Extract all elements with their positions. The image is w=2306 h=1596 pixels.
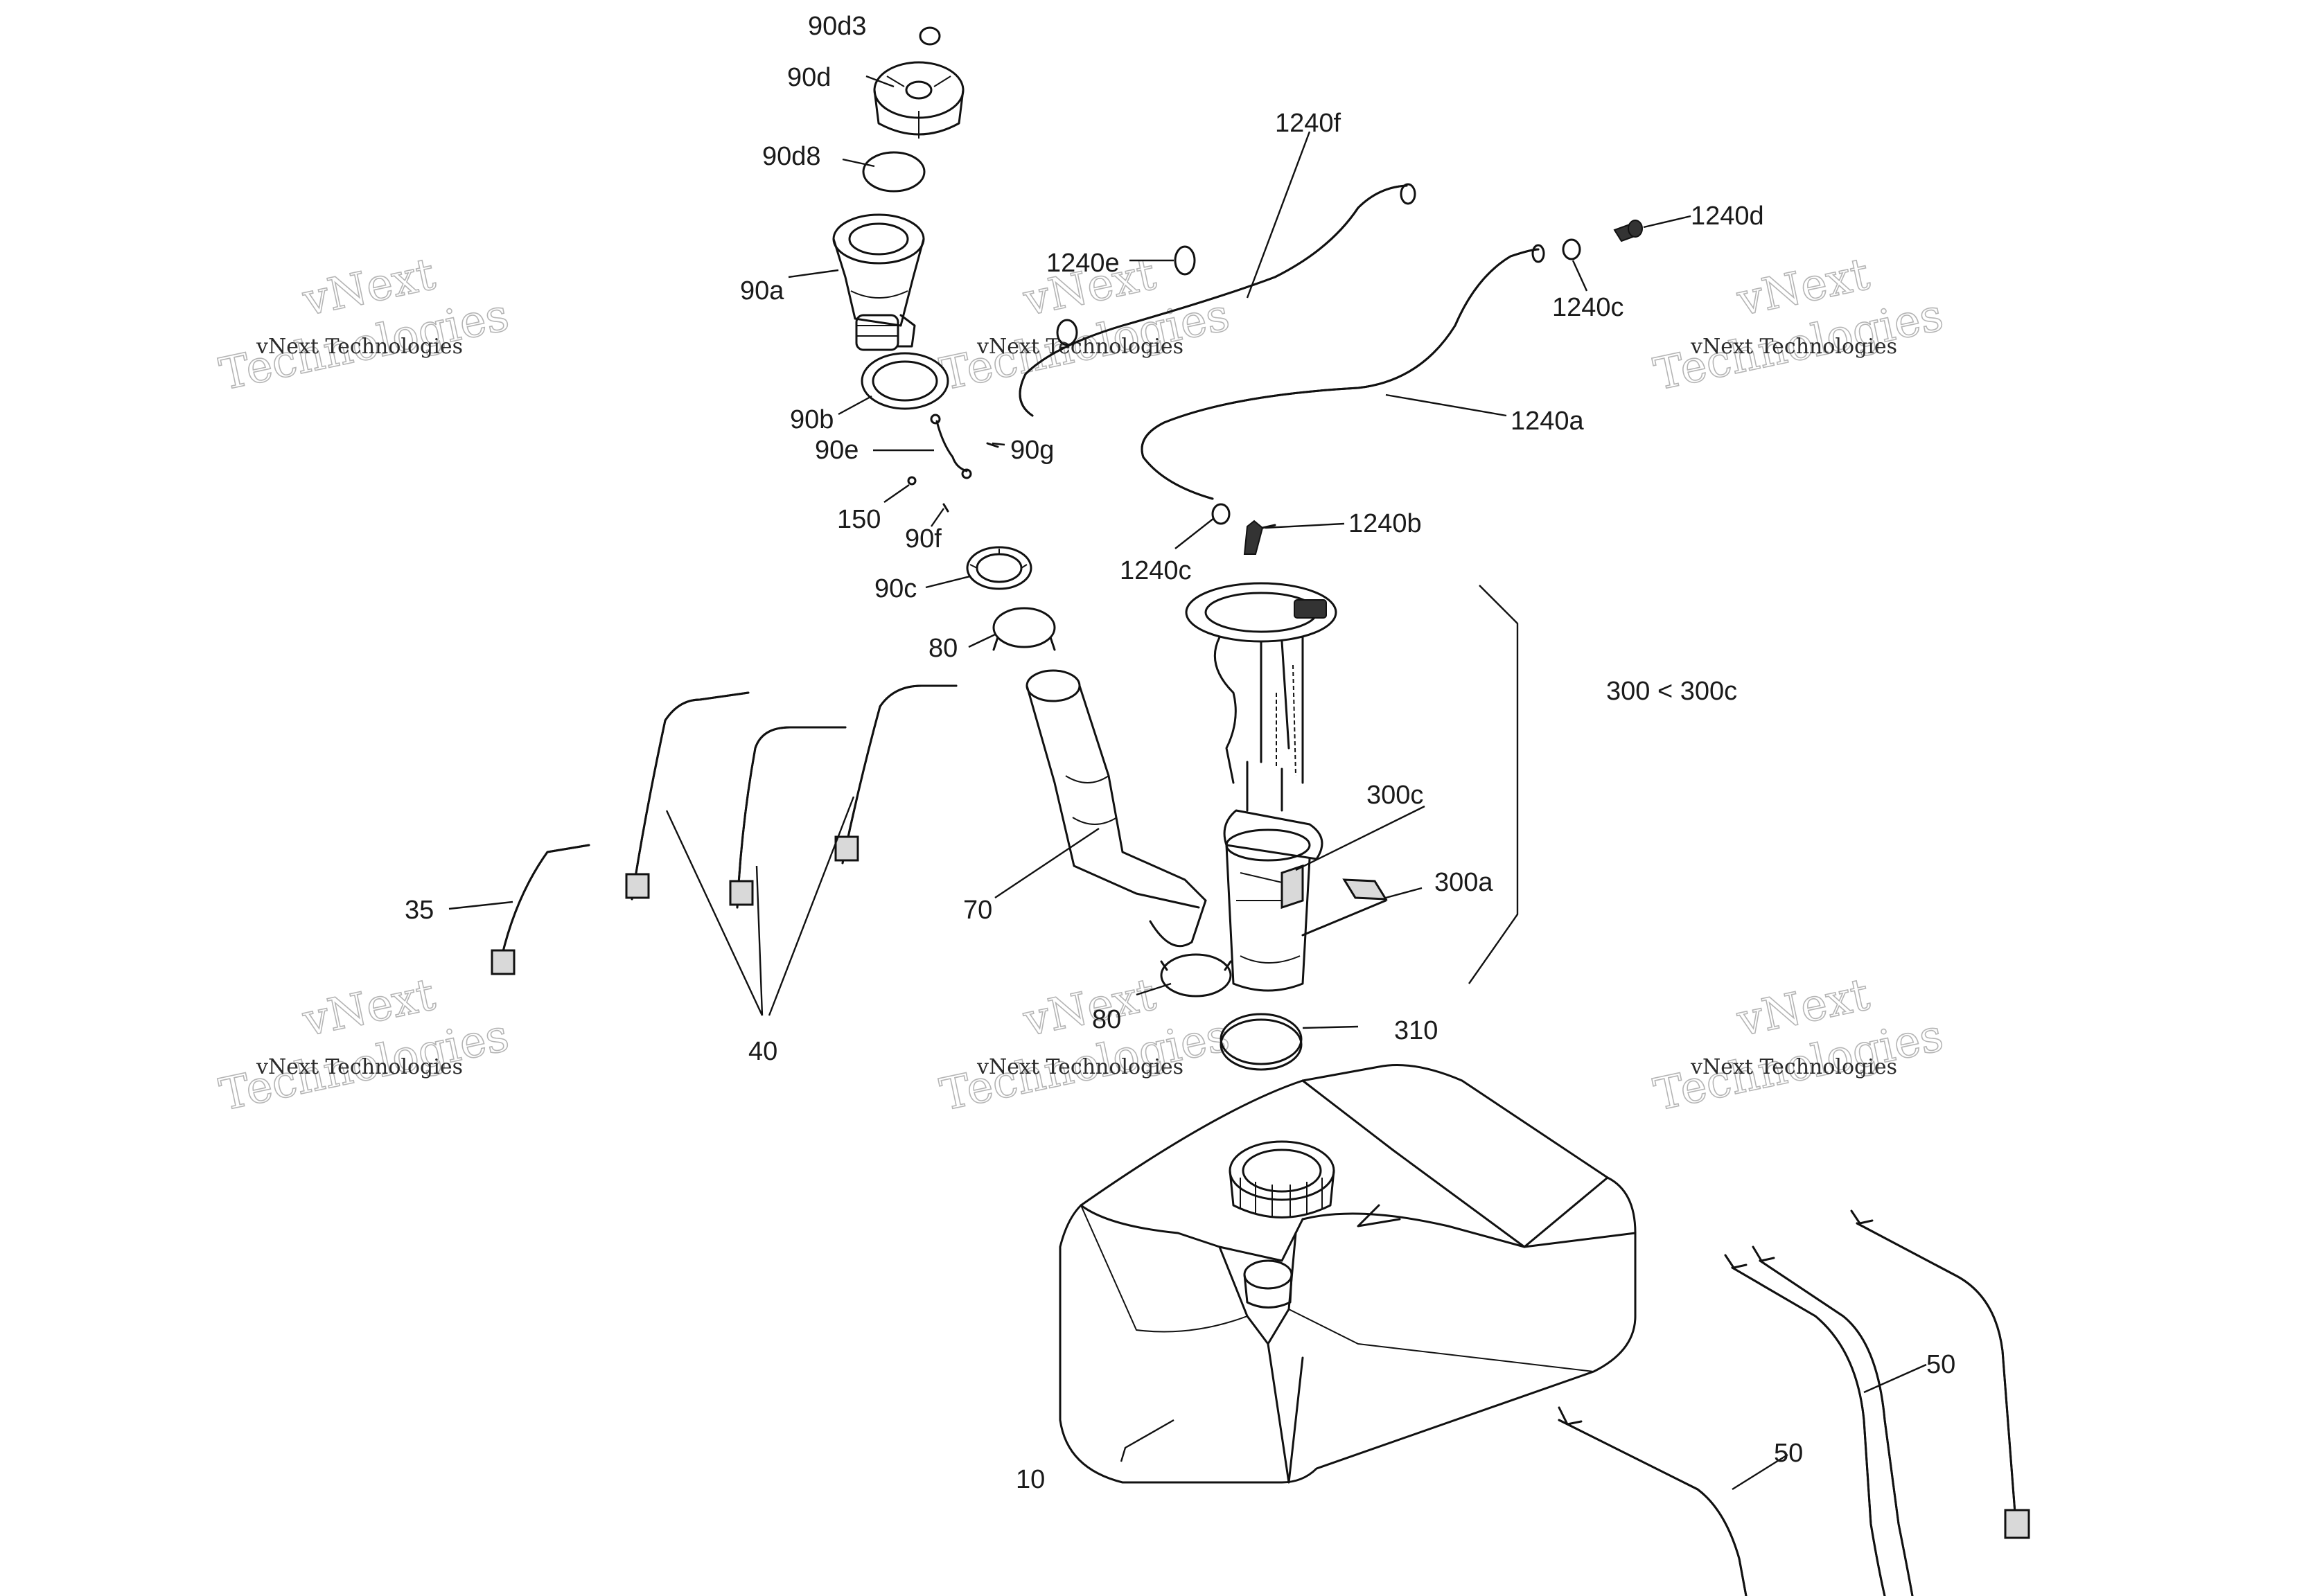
part-150-screw [907, 476, 917, 486]
watermark-small: vNext Technologies [256, 1055, 463, 1079]
watermark-small: vNext Technologies [256, 335, 463, 359]
part-300-fuel-pump-module [1185, 582, 1337, 992]
label-1240f: 1240f [1275, 109, 1341, 138]
part-1240d-valve [1613, 220, 1643, 242]
label-300a: 300a [1434, 868, 1493, 897]
watermark-small: vNext Technologies [976, 335, 1183, 359]
part-1240c-clamp-left [1211, 503, 1231, 525]
leader-lines [448, 75, 1927, 1491]
part-1240c-clamp-right [1562, 238, 1581, 260]
part-35-strap [491, 844, 590, 975]
part-90d3-plug [919, 26, 941, 46]
part-90c-ring [966, 546, 1032, 590]
part-40-strap-middle [729, 726, 847, 909]
label-50-lower: 50 [1774, 1439, 1803, 1468]
label-90f: 90f [905, 524, 942, 553]
label-1240d: 1240d [1691, 202, 1764, 231]
label-50-upper: 50 [1926, 1350, 1955, 1379]
watermark-small: vNext Technologies [1690, 1055, 1897, 1079]
part-1240f-hose [1019, 183, 1416, 417]
label-150: 150 [837, 505, 881, 534]
part-90e-ground-wire [930, 414, 972, 479]
part-1240b-fitting [1243, 520, 1276, 555]
label-10: 10 [1016, 1465, 1045, 1494]
label-300c: 300c [1366, 781, 1423, 810]
part-310-seal [1220, 1013, 1303, 1071]
part-40-strap-right [834, 684, 958, 864]
label-310: 310 [1394, 1016, 1438, 1045]
label-90d8: 90d8 [762, 142, 821, 171]
part-80-clamp-bottom [1160, 953, 1232, 998]
part-90d-cap [873, 61, 965, 139]
label-1240c-left: 1240c [1120, 556, 1192, 585]
part-80-clamp-top [992, 607, 1056, 651]
label-90c: 90c [874, 574, 917, 603]
label-90a: 90a [740, 276, 784, 305]
label-90d3: 90d3 [808, 12, 867, 41]
label-90d: 90d [787, 63, 831, 92]
label-1240a: 1240a [1511, 407, 1585, 436]
label-80-bottom: 80 [1092, 1005, 1121, 1034]
label-90b: 90b [790, 405, 834, 434]
label-1240c-right: 1240c [1552, 293, 1624, 322]
part-90d8-seal [862, 151, 926, 193]
part-50-strap-middle-a [1724, 1254, 1886, 1596]
label-1240e: 1240e [1046, 249, 1120, 278]
part-90f-screw [942, 503, 949, 513]
part-1240e-clamp [1056, 245, 1196, 346]
part-50-strap-front [1558, 1406, 1748, 1596]
watermark-bottom-left: vNext Technologies vNext Technologies [215, 968, 513, 1121]
label-35: 35 [405, 896, 434, 925]
watermark-top-left: vNext Technologies vNext Technologies [215, 248, 513, 401]
watermark-top-right: vNext Technologies vNext Technologies [1649, 248, 1948, 401]
part-90a-filler-neck [832, 213, 925, 351]
label-40: 40 [748, 1037, 777, 1066]
watermark-small: vNext Technologies [976, 1055, 1183, 1079]
label-80-top: 80 [928, 634, 958, 663]
part-70-filler-hose [1026, 669, 1207, 948]
part-90g-screw [986, 442, 999, 448]
watermark-small: vNext Technologies [1690, 335, 1897, 359]
part-10-fuel-tank [1059, 1064, 1637, 1484]
watermark-bottom-right: vNext Technologies vNext Technologies [1649, 968, 1948, 1121]
label-300-range: 300 < 300c [1606, 677, 1737, 706]
label-90g: 90g [1010, 436, 1054, 465]
part-1240a-hose [1141, 244, 1545, 500]
bracket-300-range [1468, 585, 1519, 984]
label-90e: 90e [815, 436, 859, 465]
label-1240b: 1240b [1348, 509, 1422, 538]
part-40-strap-left [625, 691, 750, 901]
part-50-strap-rear [1850, 1209, 2030, 1539]
part-90b-gasket [861, 352, 949, 410]
part-300a-level-sensor [1301, 878, 1388, 937]
part-50-strap-middle-b [1752, 1245, 1914, 1596]
watermark-bottom-center: vNext Technologies vNext Technologies [935, 968, 1234, 1121]
label-70: 70 [963, 896, 992, 925]
